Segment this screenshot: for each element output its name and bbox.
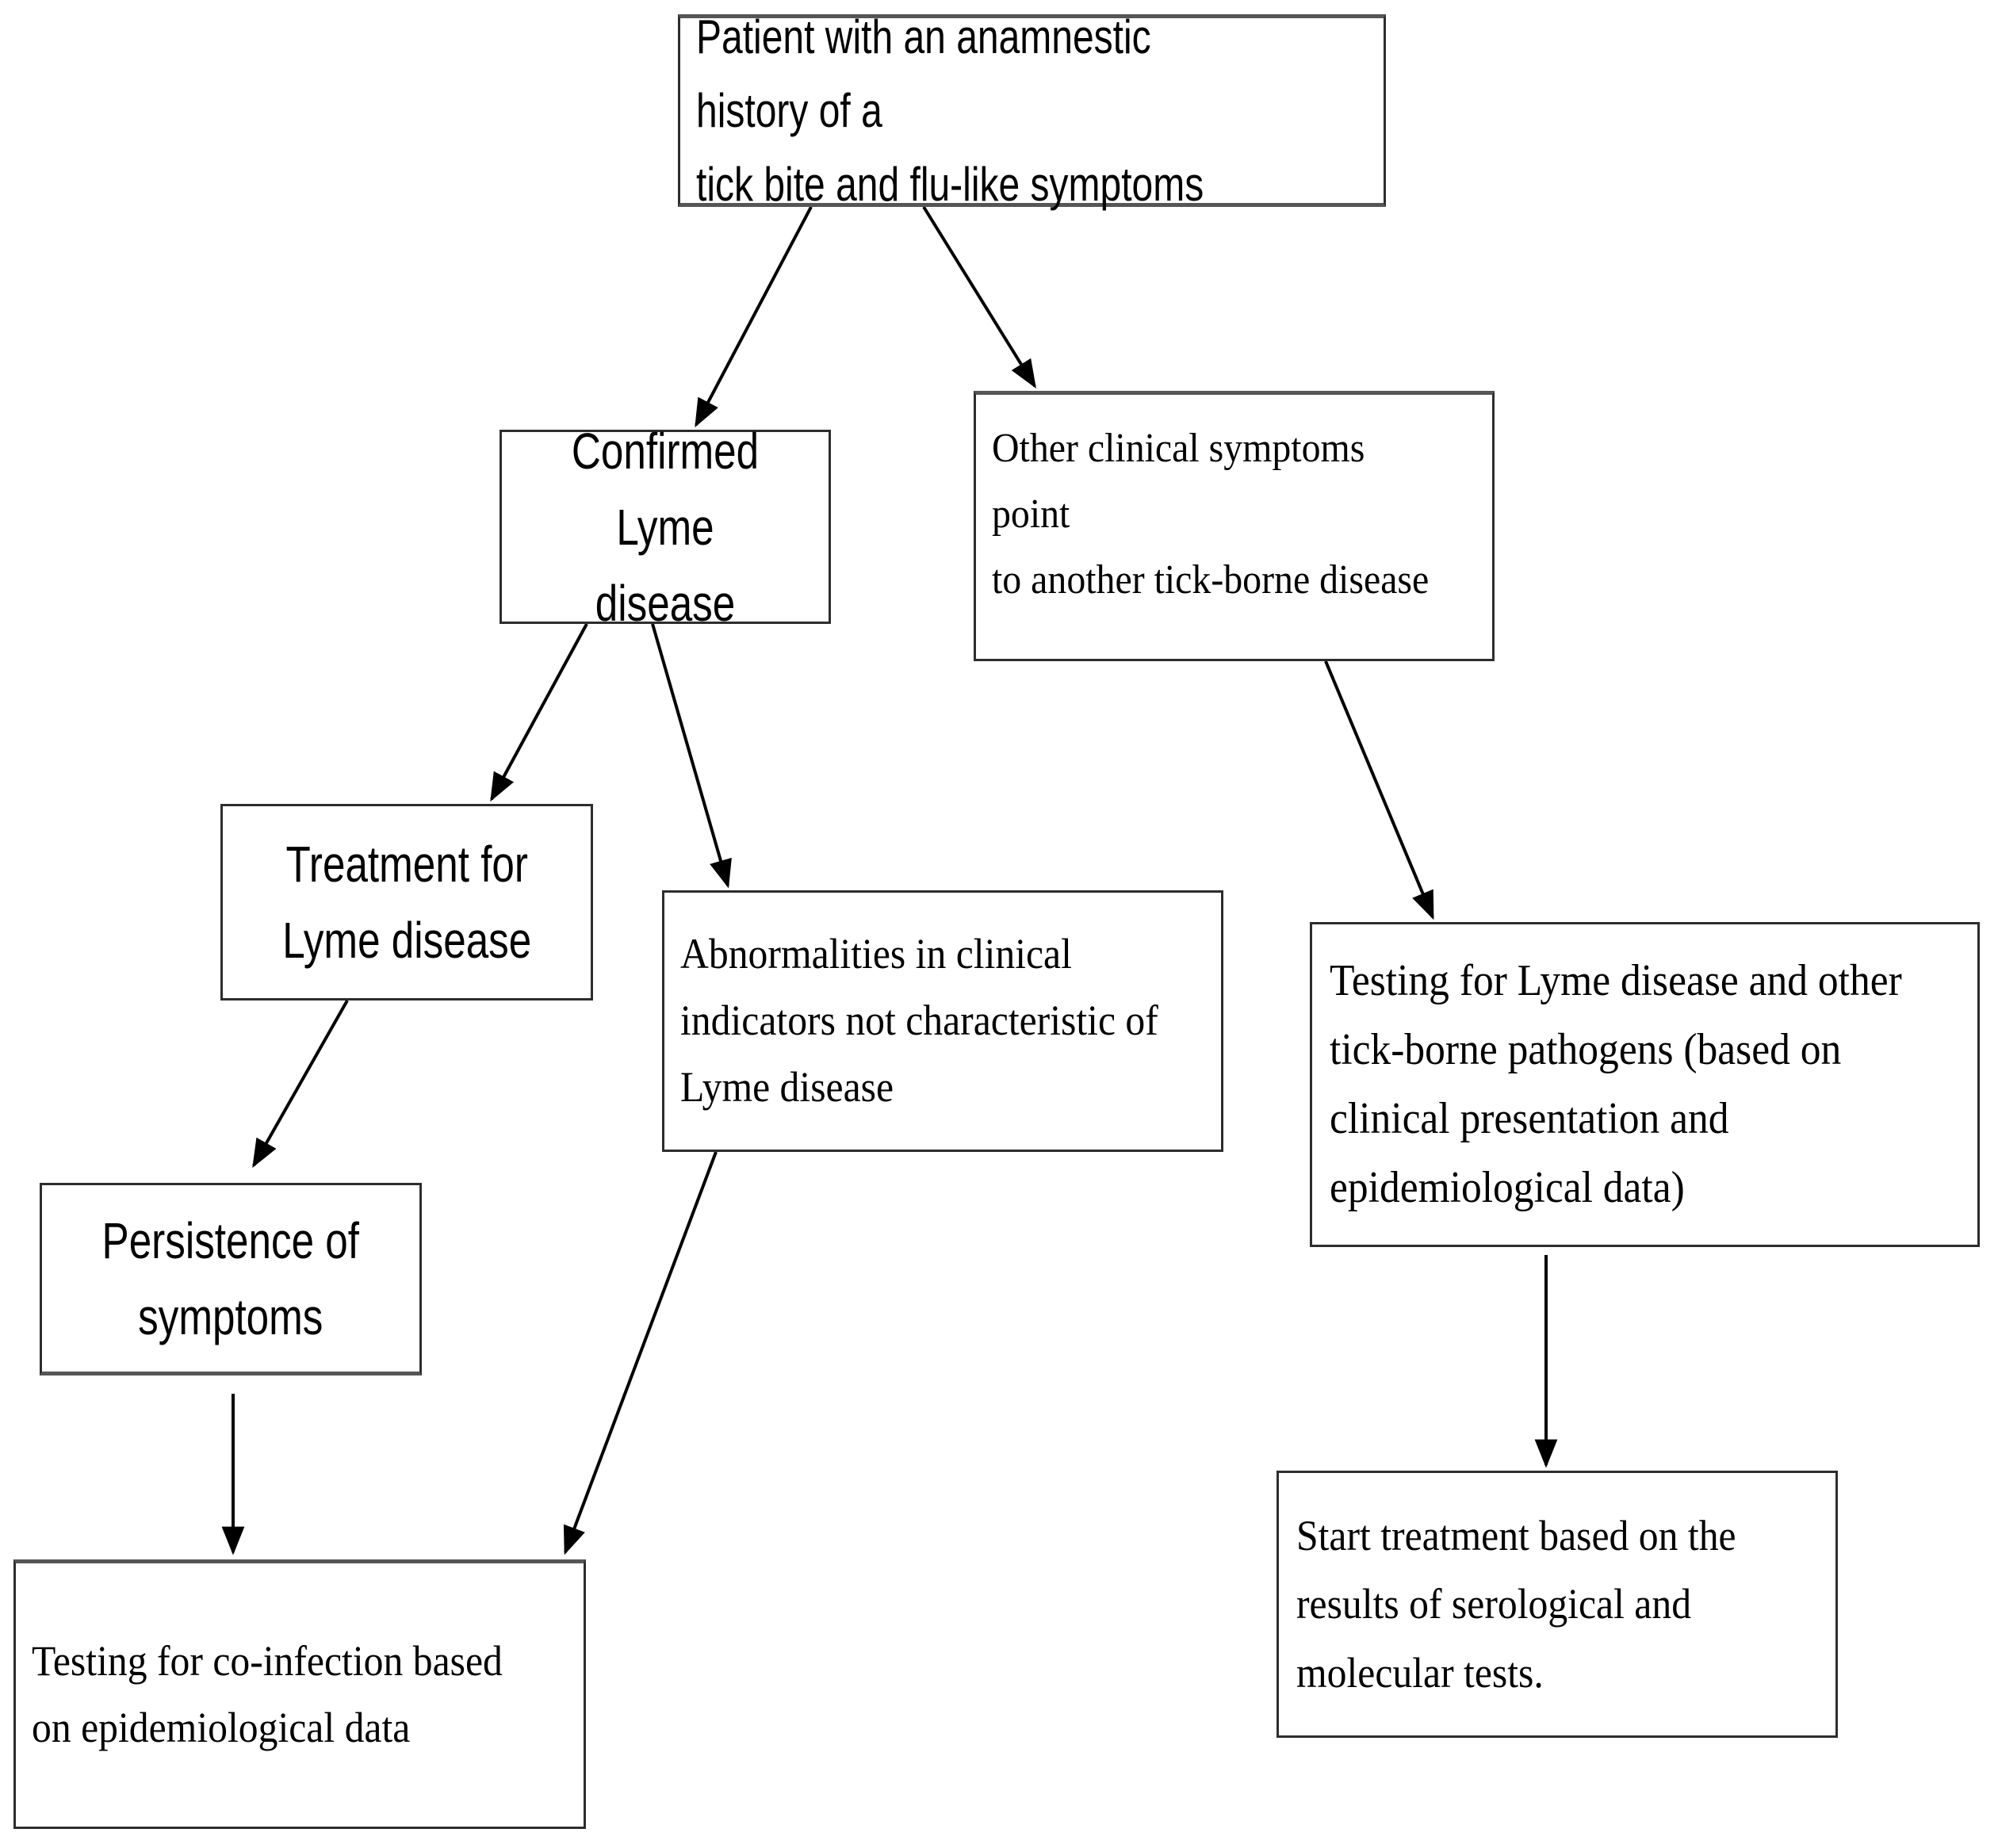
node-abnormal-clinical-indicators-label: Abnormalities in clinical indicators not… xyxy=(680,930,1158,1111)
node-confirmed-lyme-disease: Confirmed Lyme disease xyxy=(500,423,831,632)
arrow-patient-to-other xyxy=(922,205,1036,389)
node-confirmed-lyme-disease-label: Confirmed Lyme disease xyxy=(571,422,760,632)
arrow-treatment-to-persistence xyxy=(252,1000,349,1169)
node-start-treatment: Start treatment based on the results of … xyxy=(1276,1471,1838,1738)
node-treatment-lyme-disease-label: Treatment for Lyme disease xyxy=(282,836,531,969)
node-start-treatment-label: Start treatment based on the results of … xyxy=(1296,1511,1736,1697)
node-abnormal-clinical-indicators: Abnormalities in clinical indicators not… xyxy=(662,890,1223,1152)
arrow-abnormalities-to-coinfection xyxy=(563,1151,718,1555)
arrow-other-to-testing xyxy=(1324,660,1434,920)
node-patient-history-label: Patient with an anamnestic history of a … xyxy=(696,10,1204,211)
node-persistence-of-symptoms: Persistence of symptoms xyxy=(40,1183,422,1375)
node-other-tick-borne-disease-label: Other clinical symptoms point to another… xyxy=(992,426,1430,603)
arrow-confirmed-to-abnormalities xyxy=(651,623,732,889)
node-other-tick-borne-disease: Other clinical symptoms point to another… xyxy=(974,391,1495,661)
node-patient-history: Patient with an anamnestic history of a … xyxy=(678,10,1386,211)
arrow-patient-to-confirmed xyxy=(695,206,813,428)
node-coinfection-testing: Testing for co-infection based on epidem… xyxy=(13,1559,586,1829)
node-testing-tick-borne-pathogens-label: Testing for Lyme disease and other tick-… xyxy=(1330,956,1902,1212)
node-testing-tick-borne-pathogens: Testing for Lyme disease and other tick-… xyxy=(1310,922,1980,1247)
node-coinfection-testing-label: Testing for co-infection based on epidem… xyxy=(32,1637,503,1751)
node-persistence-of-symptoms-label: Persistence of symptoms xyxy=(101,1211,360,1345)
node-treatment-lyme-disease: Treatment for Lyme disease xyxy=(220,804,593,1001)
arrow-confirmed-to-treatment xyxy=(490,623,588,802)
